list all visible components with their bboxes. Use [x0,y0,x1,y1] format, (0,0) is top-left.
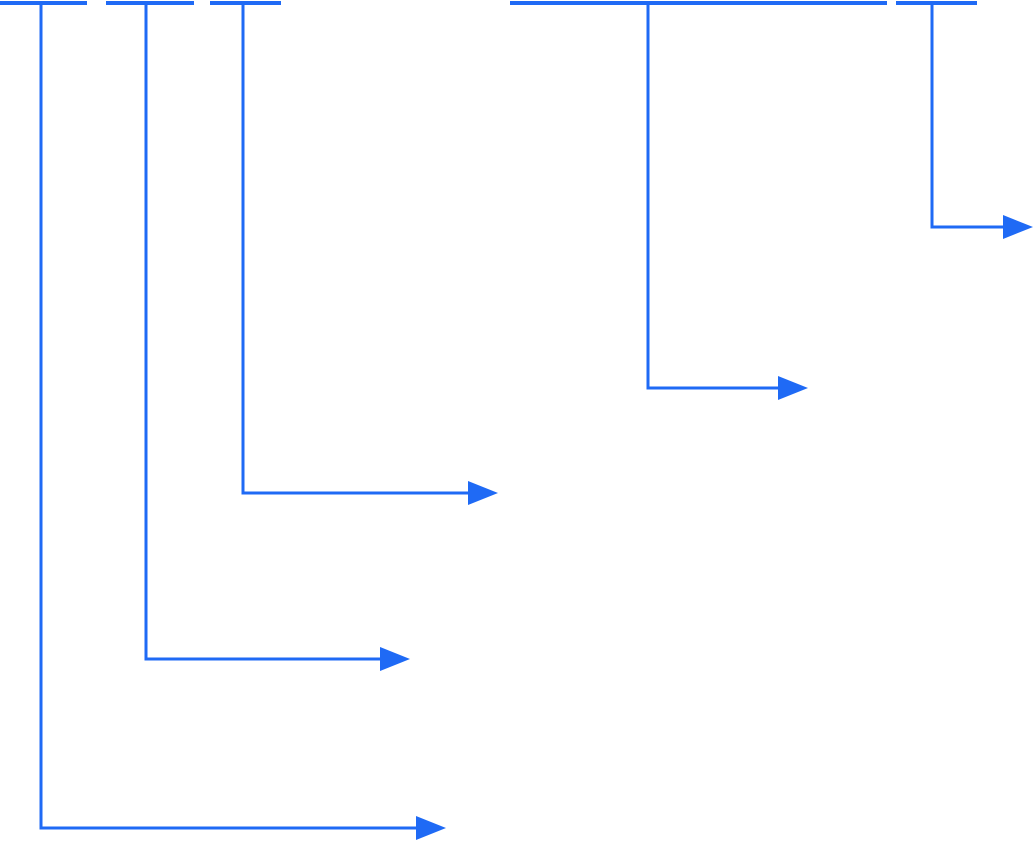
arrow-right-icon [468,481,498,505]
arrow-right-icon [416,816,446,840]
leader-line [144,3,384,661]
leader-line [646,3,782,390]
callout-5 [896,1,1033,239]
leader-line [39,3,418,830]
callout-2 [106,1,410,671]
leader-line [930,3,1006,229]
callout-4 [510,1,887,400]
callout-3 [210,1,498,505]
arrow-right-icon [1003,215,1033,239]
leader-line [241,3,472,495]
arrow-right-icon [380,647,410,671]
callout-1 [0,1,446,840]
arrow-right-icon [778,376,808,400]
